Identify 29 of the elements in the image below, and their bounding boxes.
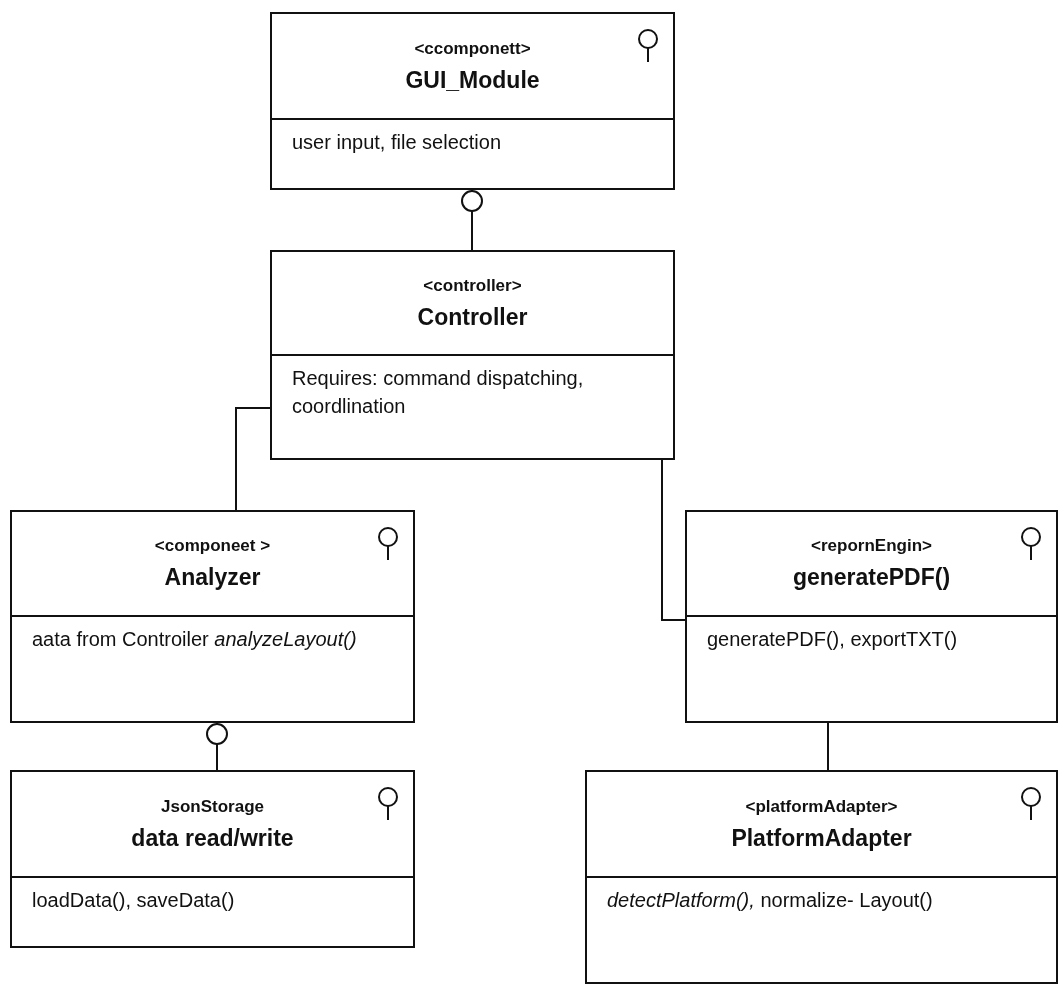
interface-connector [461, 189, 483, 251]
component-name: Analyzer [164, 564, 261, 591]
component-box [270, 12, 675, 190]
component-name: Controller [417, 303, 528, 331]
stereotype-label: <repornEngin> [811, 536, 932, 556]
component-description: detectPlatform(), normalize- Layout() [606, 888, 934, 913]
component-name: PlatformAdapter [731, 824, 912, 852]
stereotype-label: <platformAdapter> [745, 796, 898, 817]
connector-line [661, 459, 686, 621]
stereotype-label: <componeet > [154, 536, 271, 556]
connector-line [235, 407, 271, 511]
component-box [10, 770, 415, 948]
component-name: GUI_Module [405, 66, 540, 94]
component-description: aata from Controiler analyzeLayout() [31, 627, 358, 652]
component-description: generatePDF(), exportTXT() [706, 627, 959, 652]
component-description: Requires: command dispatching, coordlination [291, 366, 585, 419]
interface-connector [206, 722, 228, 771]
component-box [685, 510, 1058, 723]
connector-line [827, 722, 829, 771]
component-description: user input, file selection [291, 130, 502, 155]
stereotype-label: <ccomponett> [414, 38, 531, 59]
component-name: data read/write [131, 824, 294, 852]
component-box [10, 510, 415, 723]
stereotype-label: JsonStorage [161, 796, 264, 817]
component-name: generatePDF() [792, 564, 951, 591]
component-description: loadData(), saveData() [31, 888, 236, 913]
component-box [585, 770, 1058, 984]
component-box [270, 250, 675, 460]
stereotype-label: <controller> [423, 275, 522, 296]
